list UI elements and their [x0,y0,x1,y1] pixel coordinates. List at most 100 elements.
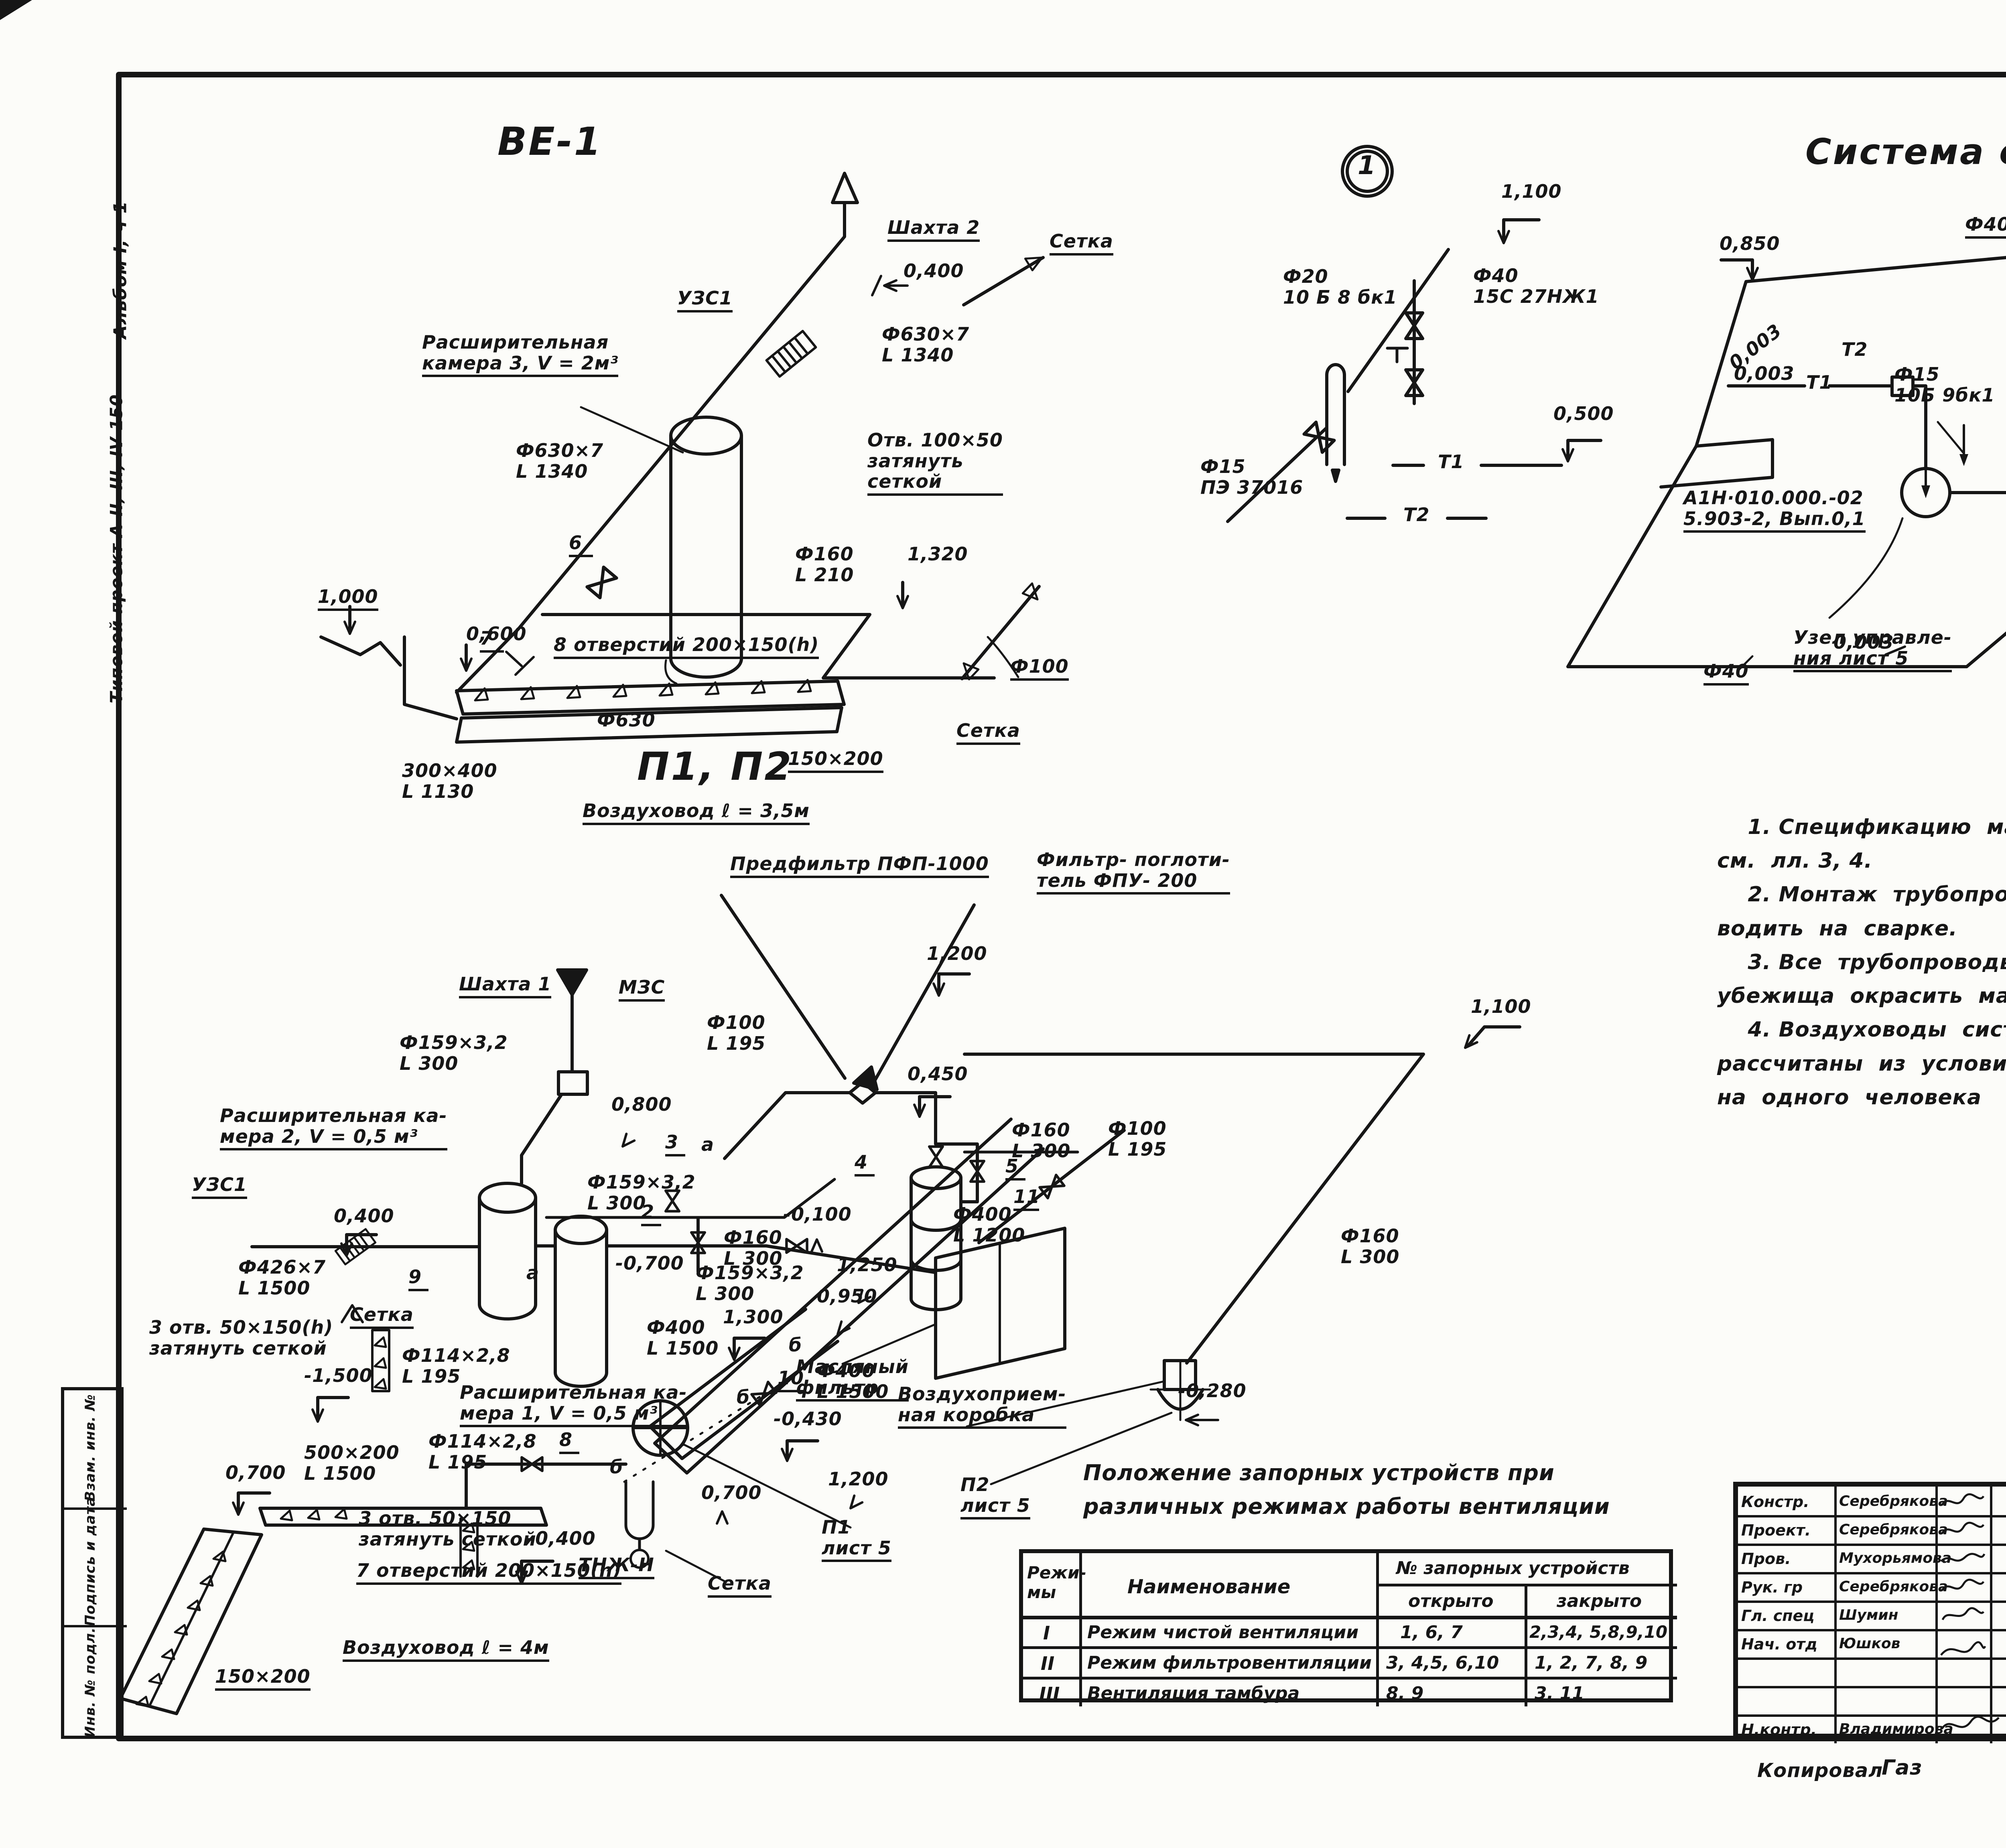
p1p2-label: Сетка [350,1304,414,1329]
heating-label: Ф40 [1703,661,1749,686]
tb-name: Юшков [1839,1635,1900,1652]
row-open: 3, 4,5, 6,10 [1386,1653,1499,1673]
p1p2-label: Расширительная ка- мера 2, V = 0,5 м³ [220,1105,447,1151]
copied-label: Копировал [1757,1759,1883,1782]
be1-label: Сетка [1050,231,1113,256]
be1-label: 0,400 [904,260,964,282]
p1p2-label: Ф159×3,2 L 300 [400,1032,508,1074]
col-group: № запорных устройств [1396,1558,1630,1578]
p1p2-label: Фильтр- поглоти- тель ФПУ- 200 [1037,849,1230,895]
detail1-label: 1,100 [1501,181,1562,202]
p1p2-label: Ф160 L 300 [1341,1225,1400,1268]
p1p2-label: 0,450 [908,1063,968,1085]
p1p2-label: -1,500 [304,1365,373,1386]
row-closed: 1, 2, 7, 8, 9 [1535,1653,1648,1673]
be1-label: 8 отверстий 200×150(h) [554,634,819,659]
tb-role: Проект. [1741,1521,1811,1539]
signature-squiggle [1941,1578,1985,1591]
p1p2-label: -0,400 [527,1527,596,1549]
be1-geometry [319,172,1045,744]
p1p2-label: ТНЖ-Н [579,1554,654,1579]
be1-label: 1,000 [318,586,378,611]
margin-project: Типовой проект А-II, III, IV-150 [106,394,126,704]
p1p2-label: 0,700 [225,1462,286,1483]
copied-signature: Газ [1882,1756,1923,1780]
tb-name: Серебрякова [1839,1493,1948,1509]
detail1-badge: 1 [1358,151,1376,181]
heating-label: Ф40. [1965,214,2006,239]
p1p2-label: 1,300 [723,1306,784,1328]
p1p2-label: 4 [855,1152,875,1177]
scan-corner-mark [0,0,32,20]
tb-name: Серебрякова [1839,1521,1948,1538]
be1-label: Воздуховод ℓ = 3,5м [583,800,810,825]
tb-role: Гл. спец [1741,1607,1815,1625]
col-open: открыто [1408,1591,1494,1611]
p1p2-label: 9 [408,1266,428,1291]
col-name: Наименование [1127,1576,1291,1598]
p1p2-label: б [789,1334,802,1356]
heating-geometry [1566,256,2006,672]
p1p2-label: П2 лист 5 [960,1474,1030,1520]
p1p2-label: 3 [665,1132,685,1156]
tb-role: Констр. [1741,1493,1809,1511]
p1p2-label: МЗС [619,977,665,1002]
p1p2-label: 0,400 [334,1205,394,1227]
stamp-field-podpis: Подпись и дата [82,1497,98,1627]
be1-label: Ф630 [597,709,656,731]
title-block: Констр. Серебрякова Проект. Серебрякова … [1733,1482,2006,1743]
p1p2-label: Шахта 1 [459,974,552,998]
heating-label: Т2 [1842,339,1868,360]
p1p2-label: Ф426×7 L 1500 [238,1256,326,1299]
p1p2-geometry [119,894,1521,1715]
tb-name: Серебрякова [1839,1578,1948,1595]
heating-label: 0,003 [1833,631,1894,653]
margin-album: Альбом I, ч 1 [110,201,131,339]
stamp-field-inv: Инв. № подл. [82,1627,98,1738]
heating-label: 0,850 [1720,233,1780,254]
signature-squiggle [1941,1607,1985,1621]
detail1-label: 0,500 [1553,403,1614,424]
be1-label: 150×200 [788,748,883,773]
be1-label: Сетка [956,720,1020,745]
row-open: 1, 6, 7 [1400,1622,1463,1643]
p1p2-title: П1, П2 [637,744,793,789]
tb-name: Мухорьямова [1839,1550,1952,1566]
p1p2-label: Ф400 L 1500 [647,1317,719,1359]
heating-label: Узел управле- ния лист 5 [1793,627,1952,673]
p1p2-label: Ф114×2,8 L 195 [428,1430,537,1473]
p1p2-label: а [526,1262,540,1284]
tb-name: Шумин [1839,1607,1898,1623]
stamp-field-vzam: Взам. инв. № [82,1394,98,1501]
p1p2-label: Расширительная ка- мера 1, V = 0,5 м³ [460,1382,687,1428]
p1p2-label: 2 [641,1201,661,1226]
be1-label: Ф160 L 210 [795,543,854,586]
p1p2-label: 500×200 L 1500 [304,1442,400,1484]
detail1-geometry [1226,145,1602,523]
p1p2-label: б [737,1386,750,1408]
heating-label: Ф15 10Б 9бк1 [1894,363,1995,406]
be1-label: Ф100 [1010,656,1069,681]
p1p2-label: Воздуховод ℓ = 4м [343,1637,549,1662]
row-closed: 3, 11 [1535,1683,1584,1704]
p1p2-label: б [610,1456,623,1478]
be1-label: Ф630×7 L 1340 [516,440,604,482]
p1p2-label: 8 [559,1429,579,1454]
be1-label: Расширительная камера 3, V = 2м³ [422,332,619,377]
detail1-label: Т1 [1438,451,1464,473]
p1p2-label: Масляный фильтр [796,1356,909,1402]
p1p2-label: 3 отв. 50×150(h) затянуть сеткой [149,1317,333,1359]
p1p2-label: -0,430 [774,1408,842,1430]
tb-role: Нач. отд [1741,1635,1818,1653]
detail1-label: Ф20 10 Б 8 бк1 [1283,266,1397,308]
valve-table: Режи- мы Наименование № запорных устройс… [1019,1549,1677,1706]
p1p2-label: -0,100 [783,1203,852,1225]
p1p2-label: УЗС1 [192,1174,247,1199]
be1-label: 300×400 L 1130 [402,760,497,802]
row-num: III [1039,1683,1060,1705]
p1p2-label: Ф400 L 1500 [817,1360,889,1402]
p1p2-label: Ф160 L 300 [724,1227,783,1269]
p1p2-label: 1,200 [927,943,987,964]
